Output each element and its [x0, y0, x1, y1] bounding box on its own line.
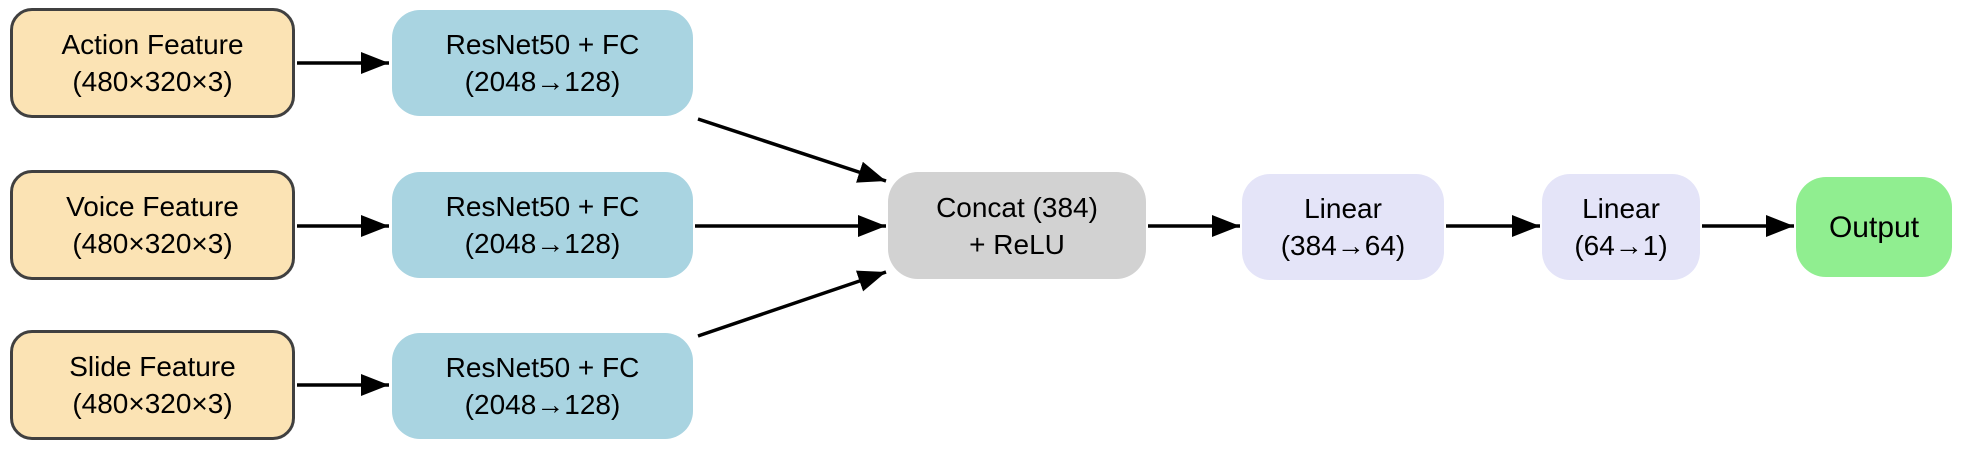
node-label: Linear: [1304, 193, 1382, 224]
node-shape-label: (480×320×3): [72, 388, 233, 419]
node-shape-label: + ReLU: [969, 228, 1065, 260]
node-resnet-fc-voice: ResNet50 + FC (2048→128): [392, 172, 693, 278]
node-shape-label: (2048→128): [464, 66, 621, 97]
node-label: Linear: [1582, 193, 1660, 224]
node-shape-label: (64→1): [1574, 230, 1668, 261]
node-voice-feature: Voice Feature (480×320×3): [10, 170, 295, 280]
node-linear-384-64: Linear (384→64): [1242, 174, 1444, 280]
node-linear-64-1: Linear (64→1): [1542, 174, 1700, 280]
arrow-resnet1-to-concat: [697, 117, 887, 183]
node-label: ResNet50 + FC: [445, 29, 640, 60]
node-label: Action Feature: [61, 29, 244, 60]
node-label: Concat (384): [936, 191, 1098, 223]
node-shape-label: (480×320×3): [72, 228, 233, 259]
node-action-feature: Action Feature (480×320×3): [10, 8, 295, 118]
node-label: Output: [1828, 210, 1920, 244]
node-resnet-fc-action: ResNet50 + FC (2048→128): [392, 10, 693, 116]
node-shape-label: (2048→128): [464, 228, 621, 259]
node-resnet-fc-slide: ResNet50 + FC (2048→128): [392, 333, 693, 439]
node-output: Output: [1796, 177, 1952, 277]
node-shape-label: (384→64): [1280, 230, 1406, 261]
node-shape-label: (480×320×3): [72, 66, 233, 97]
node-concat-relu: Concat (384) + ReLU: [888, 172, 1146, 279]
node-shape-label: (2048→128): [464, 389, 621, 420]
node-label: Slide Feature: [69, 351, 236, 382]
node-label: ResNet50 + FC: [445, 352, 640, 383]
node-slide-feature: Slide Feature (480×320×3): [10, 330, 295, 440]
node-label: ResNet50 + FC: [445, 191, 640, 222]
arrow-resnet3-to-concat: [697, 270, 887, 338]
node-label: Voice Feature: [66, 191, 239, 222]
